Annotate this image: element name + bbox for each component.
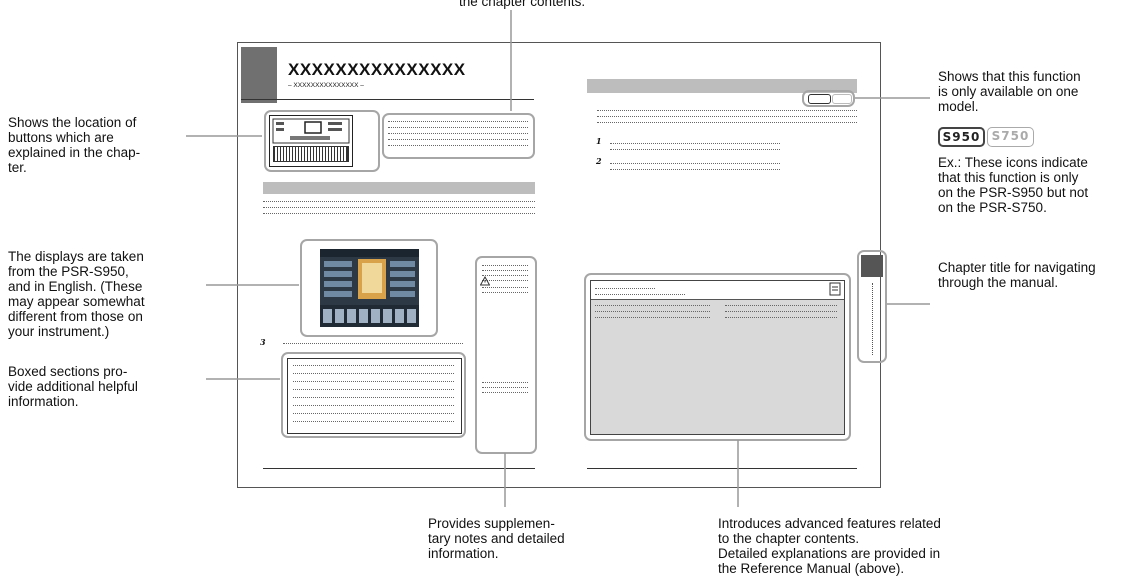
text-line (610, 149, 780, 150)
text-line (388, 139, 528, 140)
right-section-heading-bar (587, 79, 857, 93)
model-s750-label: S750 (991, 129, 1030, 143)
text-line (595, 317, 710, 318)
advanced-feature-divider (591, 299, 844, 300)
text-line (610, 143, 780, 144)
text-line (482, 287, 528, 288)
title-rule (241, 99, 534, 100)
text-line (263, 201, 535, 202)
boxed-section-callout (281, 352, 466, 438)
step-1-number: 1 (596, 136, 602, 146)
text-line (293, 413, 454, 414)
chapter-title-vertical-text (872, 283, 873, 355)
callout-boxed-sections: Boxed sections pro- vide additional help… (8, 364, 138, 409)
model-s950-badge: S950 (938, 127, 985, 147)
text-line (610, 169, 780, 170)
text-line (595, 305, 710, 306)
callout-advanced: Introduces advanced features related to … (718, 516, 941, 576)
text-line (482, 280, 528, 281)
text-line (595, 294, 685, 295)
text-line (293, 405, 454, 406)
advanced-feature-callout-box (584, 273, 851, 441)
text-line (388, 133, 528, 134)
text-line (482, 292, 528, 293)
text-line (482, 270, 528, 271)
text-line (388, 127, 528, 128)
callout-buttons-location: Shows the location of buttons which are … (8, 115, 141, 175)
side-notes-box (475, 256, 537, 454)
text-line (293, 421, 454, 422)
display-drawing (320, 249, 419, 327)
text-line (293, 365, 454, 366)
left-page-footer-rule (263, 468, 535, 469)
text-line (482, 275, 528, 276)
manual-spread: XXXXXXXXXXXXXXX – XXXXXXXXXXXXXXX – (237, 42, 887, 488)
text-line (293, 373, 454, 374)
model-icon-mini-active (808, 94, 831, 104)
callout-displays: The displays are taken from the PSR-S950… (8, 249, 145, 339)
callout-supplementary: Provides supplemen- tary notes and detai… (428, 516, 565, 561)
text-line (283, 343, 463, 344)
callout-top-partial: the chapter contents. (459, 0, 586, 9)
text-line (482, 392, 528, 393)
text-line (597, 122, 857, 123)
text-line (388, 121, 528, 122)
text-line (482, 382, 528, 383)
keyboard-thumbnail (269, 115, 353, 167)
text-line (263, 213, 535, 214)
text-line (293, 397, 454, 398)
text-line (263, 207, 535, 208)
model-s750-badge: S750 (987, 127, 1034, 147)
display-screenshot (320, 249, 419, 327)
callout-chapter-title: Chapter title for navigating through the… (938, 260, 1096, 290)
reference-manual-icon (829, 282, 841, 296)
text-line (725, 305, 837, 306)
step-3-number: 3 (260, 337, 266, 347)
callout-one-model: Shows that this function is only availab… (938, 69, 1081, 114)
model-s950-label: S950 (942, 130, 981, 144)
right-page-footer-rule (587, 468, 857, 469)
text-line (293, 389, 454, 390)
page-title: XXXXXXXXXXXXXXX (288, 60, 466, 79)
model-icon-callout-box (802, 90, 855, 107)
text-line (597, 110, 857, 111)
chapter-title-tab (861, 255, 883, 277)
intro-text-box (382, 113, 535, 159)
text-line (610, 163, 780, 164)
text-line (482, 265, 528, 266)
model-icon-mini-inactive (832, 94, 852, 104)
text-line (595, 288, 655, 289)
text-line (388, 145, 528, 146)
text-line (293, 381, 454, 382)
keyboard-drawing (272, 118, 350, 162)
text-line (482, 387, 528, 388)
text-line (725, 317, 837, 318)
text-line (595, 311, 710, 312)
chapter-tab-left (241, 47, 277, 103)
page-subtitle: – XXXXXXXXXXXXXXX – (288, 82, 364, 89)
callout-icons-example: Ex.: These icons indicate that this func… (938, 155, 1089, 215)
warning-triangle-icon (479, 273, 491, 286)
text-line (597, 116, 857, 117)
section-heading-bar (263, 182, 535, 194)
boxed-section (287, 358, 462, 434)
step-2-number: 2 (596, 156, 602, 166)
chapter-title-callout-box (857, 250, 887, 363)
keyboard-callout-box (264, 110, 380, 172)
display-callout-box (300, 239, 438, 337)
text-line (725, 311, 837, 312)
